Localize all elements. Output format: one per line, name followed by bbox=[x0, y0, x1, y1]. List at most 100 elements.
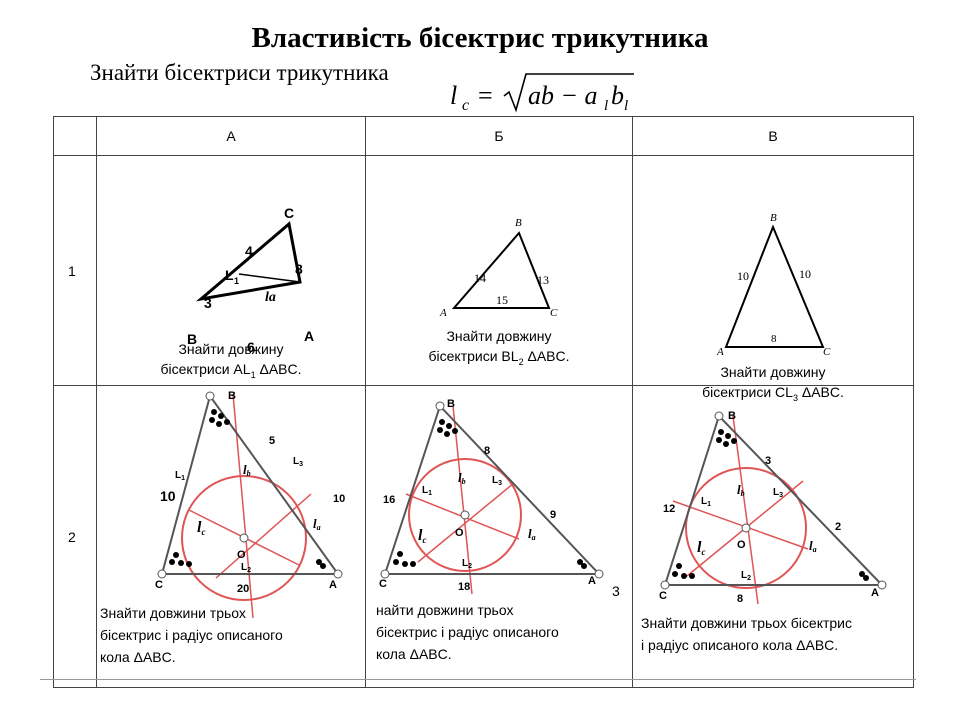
triangle-2b: B C A O 16 8 9 18 L1 L3 L2 lb lc la bbox=[379, 398, 604, 595]
triangle-shape bbox=[383, 404, 602, 575]
side-6: 6 bbox=[247, 339, 255, 355]
vertex-c-point bbox=[380, 569, 390, 579]
vertex-b: B bbox=[228, 390, 236, 402]
vertex-c: C bbox=[155, 579, 163, 591]
task-1a-line2: бісектриси AL1 ΔABC. bbox=[160, 361, 302, 380]
center-o-point bbox=[239, 533, 249, 543]
task-1a: Знайти довжину бісектриси AL1 ΔABC. bbox=[97, 339, 365, 385]
bisector-lb-label: lb bbox=[737, 482, 745, 498]
formula-lhs-sub: c bbox=[462, 97, 469, 114]
task-1a-line1: Знайти довжину bbox=[178, 341, 284, 357]
bisector-c bbox=[215, 493, 312, 579]
cell-2c: B C A O 12 3 2 8 L1 L3 L2 lb lc la Знайт… bbox=[632, 385, 914, 688]
vertex-a: A bbox=[439, 307, 447, 319]
task-2b-line1: найти довжини трьох bbox=[376, 602, 514, 618]
bisector-lb-label: lb bbox=[458, 470, 466, 486]
side-left: 10 bbox=[160, 488, 176, 504]
point-l2: L2 bbox=[241, 562, 251, 574]
vertex-l1-sub: 1 bbox=[234, 276, 239, 286]
vertex-a: A bbox=[871, 587, 879, 599]
vertex-c: C bbox=[823, 346, 831, 358]
task-1b-line2: бісектриси BL2 ΔABC. bbox=[428, 348, 570, 367]
triangle-shape bbox=[451, 231, 551, 309]
vertex-c: C bbox=[284, 205, 294, 221]
point-l1: L1 bbox=[701, 496, 711, 508]
task-2b-line2: бісектрис і радіус описаного bbox=[376, 624, 559, 640]
formula-radicand: ab − a bbox=[528, 81, 598, 110]
formula-sub-l2: l bbox=[624, 98, 628, 114]
point-l1: L1 bbox=[175, 470, 185, 482]
bisector-formula: l c = ab − a l b l bbox=[450, 73, 634, 114]
stray-mark: 3 bbox=[612, 583, 620, 599]
bisector-b bbox=[732, 415, 759, 605]
vertex-b: B bbox=[770, 212, 777, 224]
task-2a-line3: кола ΔABC. bbox=[100, 649, 176, 665]
point-l3: L3 bbox=[773, 487, 783, 499]
side-left: 16 bbox=[383, 494, 395, 506]
side-13: 13 bbox=[537, 273, 549, 287]
vertex-b: B bbox=[515, 217, 522, 229]
bisector-la-label: la bbox=[528, 526, 536, 542]
triangle-2a: B C A O 10 5 10 20 L1 L3 L2 lb lc la bbox=[155, 390, 345, 619]
angle-marks bbox=[169, 409, 326, 569]
bottom-rule bbox=[40, 679, 916, 680]
center-o: O bbox=[455, 527, 464, 539]
vertex-a: A bbox=[329, 579, 337, 591]
side-bottom: 20 bbox=[237, 583, 249, 595]
vertex-c: C bbox=[550, 307, 558, 319]
task-1b: Знайти довжину бісектриси BL2 ΔABC. bbox=[366, 326, 632, 372]
center-o-point bbox=[741, 523, 751, 533]
side-8: 8 bbox=[771, 333, 777, 345]
vertex-b-point bbox=[714, 411, 724, 421]
formula-sub-l1: l bbox=[604, 98, 608, 114]
incircle bbox=[181, 475, 307, 601]
bisector-line bbox=[238, 273, 301, 283]
vertex-c: C bbox=[659, 590, 667, 602]
vertex-a-point bbox=[594, 569, 604, 579]
row-1: 1 C B A L 1 4 3 8 6 la Знайти довжину бі… bbox=[53, 155, 914, 403]
bisector-label: la bbox=[265, 290, 276, 305]
subtitle: Знайти бісектриси трикутника bbox=[90, 60, 389, 85]
vertex-c: C bbox=[379, 578, 387, 590]
bisector-lc-label: lc bbox=[197, 519, 205, 537]
header-col-c: В bbox=[632, 116, 914, 156]
vertex-c-point bbox=[157, 569, 167, 579]
incircle bbox=[408, 458, 522, 572]
sqrt-sign bbox=[503, 73, 634, 113]
vertex-a: A bbox=[304, 328, 314, 344]
bisector-lc-label: lc bbox=[418, 527, 426, 545]
point-l3: L3 bbox=[492, 475, 502, 487]
header-row: А Б В bbox=[53, 116, 914, 156]
vertex-a: A bbox=[716, 346, 724, 358]
task-1c-line1: Знайти довжину bbox=[720, 364, 826, 380]
side-right-top: 5 bbox=[269, 435, 275, 447]
tasks-table: А Б В 1 C B A L 1 4 3 8 6 la Знайти довж… bbox=[53, 116, 914, 688]
bisector-la-label: la bbox=[313, 516, 321, 532]
vertex-l1: L bbox=[225, 267, 234, 283]
cell-1b: B A C 14 13 15 Знайти довжину бісектриси… bbox=[365, 155, 633, 386]
header-col-a: А bbox=[96, 116, 366, 156]
formula-lhs: l bbox=[450, 81, 457, 110]
task-2b-line3: кола ΔABC. bbox=[376, 646, 452, 662]
triangle-shape bbox=[160, 393, 340, 575]
triangle-1a: C B A L 1 4 3 8 6 la bbox=[187, 205, 314, 355]
side-4: 4 bbox=[245, 243, 253, 259]
point-l2: L2 bbox=[741, 570, 751, 582]
center-o: O bbox=[237, 549, 246, 561]
side-3: 3 bbox=[204, 295, 212, 311]
task-2a-line2: бісектрис і радіус описаного bbox=[100, 627, 283, 643]
side-bottom: 8 bbox=[737, 593, 743, 605]
vertex-c-point bbox=[660, 580, 670, 590]
page-title: Властивість бісектрис трикутника bbox=[251, 22, 709, 54]
side-right-top: 8 bbox=[484, 445, 490, 457]
vertex-b-point bbox=[435, 401, 445, 411]
side-bottom: 18 bbox=[458, 581, 470, 593]
angle-marks bbox=[672, 429, 869, 581]
vertex-a: A bbox=[588, 575, 596, 587]
cell-1a: C B A L 1 4 3 8 6 la Знайти довжину бісе… bbox=[96, 155, 366, 386]
cell-1c: B A C 10 10 8 Знайти довжину бісектриси … bbox=[632, 155, 914, 403]
bisector-la-label: la bbox=[809, 538, 817, 554]
side-right: 9 bbox=[550, 509, 556, 521]
vertex-a-point bbox=[877, 580, 887, 590]
task-2a: Знайти довжини трьох бісектрис і радіус … bbox=[100, 602, 283, 668]
